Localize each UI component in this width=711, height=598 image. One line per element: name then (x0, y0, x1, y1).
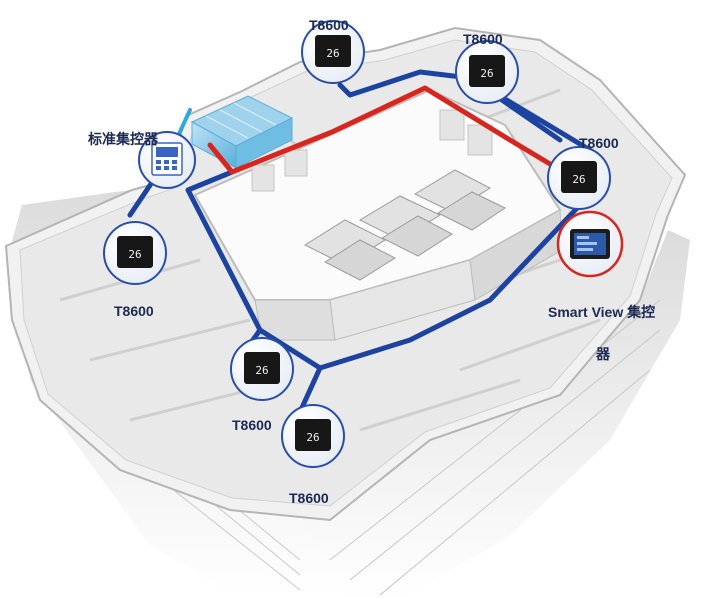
t8600-device-middle[interactable]: 26 (230, 337, 294, 401)
label-smart-view-line1: Smart View 集控 (548, 304, 656, 320)
smart-view-controller-device[interactable] (556, 210, 624, 278)
t8600-device-left[interactable]: 26 (103, 221, 167, 285)
label-t8600-upper-right: T8600 (463, 31, 503, 47)
rooftop-ac-units (303, 169, 507, 281)
t8600-device-top[interactable]: 26 (301, 20, 365, 84)
standard-controller-device[interactable] (138, 131, 196, 189)
thermostat-reading: 26 (306, 431, 319, 444)
thermostat-reading: 26 (572, 173, 585, 186)
network-line-red (207, 85, 593, 191)
network-line-blue (127, 69, 593, 415)
label-standard-controller: 标准集控器 (88, 131, 158, 147)
thermostat-reading: 26 (480, 67, 493, 80)
label-smart-view-line2: 器 (596, 346, 610, 362)
t8600-device-upper-right[interactable]: 26 (455, 40, 519, 104)
label-t8600-left: T8600 (114, 303, 154, 319)
network-lines (127, 69, 593, 415)
t8600-device-right[interactable]: 26 (547, 146, 611, 210)
thermostat-reading: 26 (326, 47, 339, 60)
label-t8600-right: T8600 (579, 135, 619, 151)
label-t8600-top: T8600 (309, 17, 349, 33)
thermostat-reading: 26 (255, 364, 268, 377)
central-core (193, 88, 563, 341)
cooling-tower-cluster (190, 95, 294, 169)
t8600-device-bottom[interactable]: 26 (281, 404, 345, 468)
label-t8600-middle: T8600 (232, 417, 272, 433)
label-t8600-bottom: T8600 (289, 490, 329, 506)
thermostat-reading: 26 (128, 248, 141, 261)
